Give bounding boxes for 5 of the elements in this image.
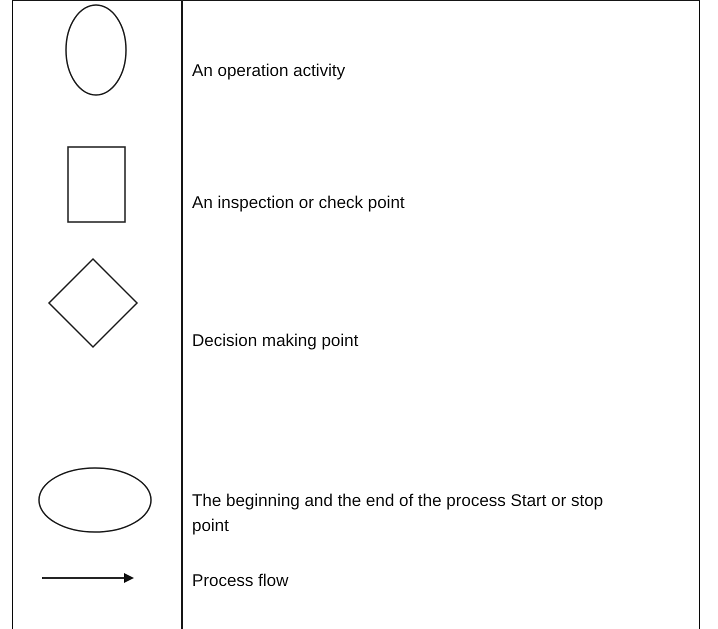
legend-text: Process flow: [192, 570, 290, 592]
legend-text: Decision making point: [192, 330, 360, 352]
legend-text: An inspection or check point: [192, 192, 406, 214]
legend-text: The beginning and the end of the process Start or stop point: [192, 490, 604, 537]
legend-text: An operation activity: [192, 60, 346, 82]
